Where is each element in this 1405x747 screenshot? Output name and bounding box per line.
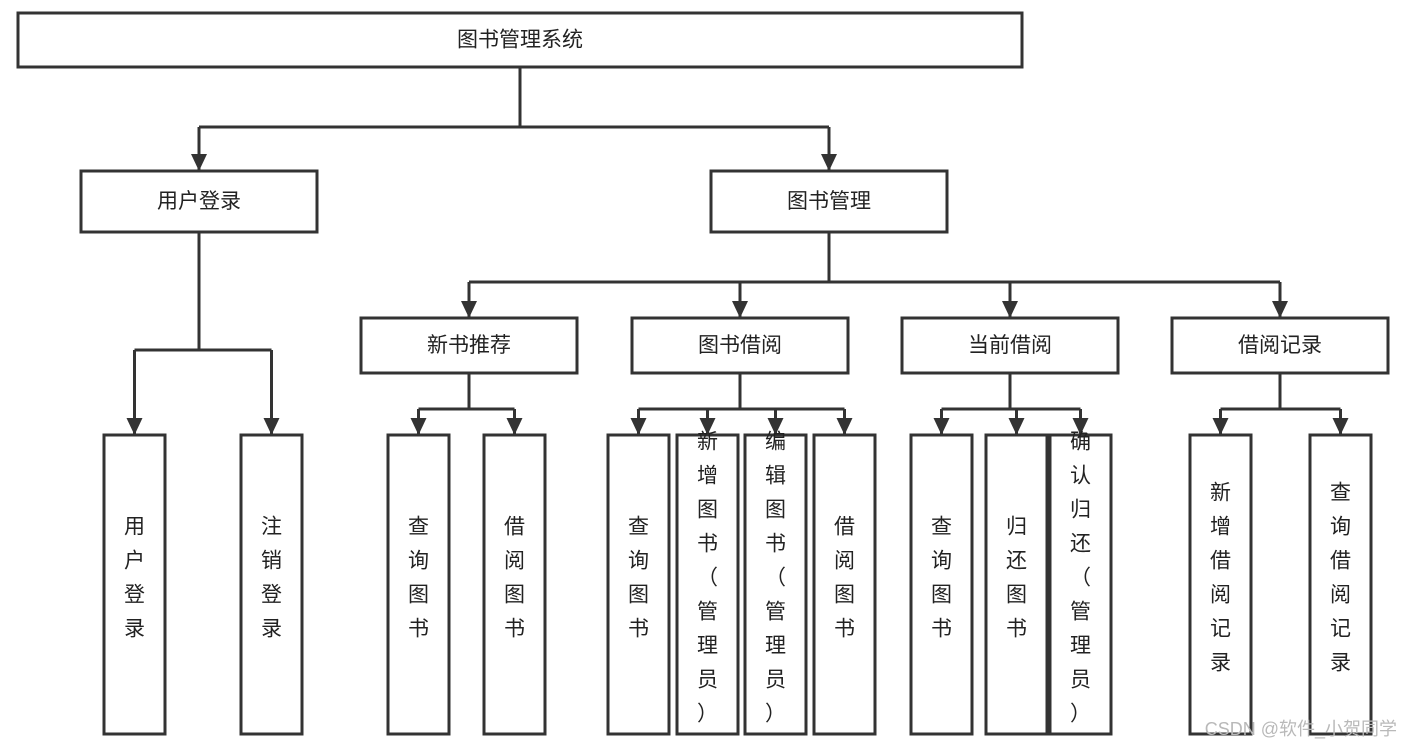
node-leaf-borrow-book-1[interactable]: 借阅图书: [482, 433, 547, 736]
node-label-leaf-borrow-book-1: 借阅图书: [504, 516, 525, 641]
node-box-leaf-user-logout: [239, 433, 304, 736]
node-root[interactable]: 图书管理系统: [16, 11, 1024, 69]
node-leaf-query-record[interactable]: 查询借阅记录: [1308, 433, 1373, 736]
arrow-head-book-manage: [821, 154, 837, 171]
arrow-head-leaf-query-book-3: [933, 418, 950, 435]
arrow-head-leaf-query-record: [1332, 418, 1349, 435]
arrow-head-user-login: [191, 154, 207, 171]
arrow-head-leaf-add-record: [1212, 418, 1229, 435]
arrow-head-borrow-record: [1272, 301, 1288, 318]
node-label-leaf-add-book: 新增图书（管理员）: [697, 431, 718, 726]
node-box-book-borrow: [630, 316, 850, 375]
node-label-leaf-edit-book: 编辑图书（管理员）: [765, 431, 786, 726]
node-box-new-book-recommend: [359, 316, 579, 375]
arrow-head-leaf-user-login: [126, 418, 143, 435]
arrow-head-leaf-borrow-book-2: [836, 418, 853, 435]
node-label-current-borrow: 当前借阅: [968, 334, 1052, 357]
node-label-leaf-user-login: 用户登录: [124, 516, 145, 641]
arrow-head-leaf-borrow-book-1: [506, 418, 523, 435]
node-label-leaf-query-book-2: 查询图书: [628, 516, 649, 641]
arrow-head-leaf-query-book-1: [410, 418, 427, 435]
node-leaf-query-book-2[interactable]: 查询图书: [606, 433, 671, 736]
node-box-user-login: [79, 169, 319, 234]
node-label-leaf-query-book-1: 查询图书: [408, 516, 429, 641]
node-leaf-confirm-return[interactable]: 确认归还（管理员）: [1048, 431, 1113, 736]
node-label-leaf-query-book-3: 查询图书: [931, 516, 952, 641]
node-label-leaf-query-record: 查询借阅记录: [1330, 482, 1351, 675]
node-label-new-book-recommend: 新书推荐: [427, 334, 511, 357]
node-box-leaf-query-book-2: [606, 433, 671, 736]
node-box-leaf-borrow-book-1: [482, 433, 547, 736]
node-label-leaf-user-logout: 注销登录: [261, 516, 282, 641]
node-leaf-add-book[interactable]: 新增图书（管理员）: [675, 431, 740, 736]
node-leaf-add-record[interactable]: 新增借阅记录: [1188, 433, 1253, 736]
node-leaf-query-book-3[interactable]: 查询图书: [909, 433, 974, 736]
node-leaf-edit-book[interactable]: 编辑图书（管理员）: [743, 431, 808, 736]
node-label-book-manage: 图书管理: [787, 190, 871, 213]
node-box-root: [16, 11, 1024, 69]
node-new-book-recommend[interactable]: 新书推荐: [359, 316, 579, 375]
nodes-layer: 图书管理系统用户登录图书管理新书推荐图书借阅当前借阅借阅记录用户登录注销登录查询…: [16, 11, 1390, 736]
csdn-watermark: CSDN @软件_小贺同学: [1204, 719, 1397, 739]
arrow-head-leaf-edit-book: [767, 418, 784, 435]
node-label-user-login: 用户登录: [157, 190, 241, 213]
node-box-leaf-borrow-book-2: [812, 433, 877, 736]
arrow-head-leaf-query-book-2: [630, 418, 647, 435]
arrow-head-leaf-return-book: [1008, 418, 1025, 435]
node-leaf-return-book[interactable]: 归还图书: [984, 433, 1049, 736]
node-box-current-borrow: [900, 316, 1120, 375]
node-box-leaf-confirm-return: [1048, 433, 1113, 736]
node-leaf-user-login[interactable]: 用户登录: [102, 433, 167, 736]
node-label-root: 图书管理系统: [457, 29, 583, 52]
node-leaf-query-book-1[interactable]: 查询图书: [386, 433, 451, 736]
node-book-manage[interactable]: 图书管理: [709, 169, 949, 234]
node-box-leaf-add-record: [1188, 433, 1253, 736]
node-box-leaf-return-book: [984, 433, 1049, 736]
node-box-leaf-query-record: [1308, 433, 1373, 736]
connectors-layer: [126, 67, 1349, 435]
node-label-book-borrow: 图书借阅: [698, 334, 782, 357]
node-box-leaf-edit-book: [743, 433, 808, 736]
node-box-borrow-record: [1170, 316, 1390, 375]
node-box-book-manage: [709, 169, 949, 234]
node-box-leaf-query-book-1: [386, 433, 451, 736]
node-box-leaf-user-login: [102, 433, 167, 736]
node-book-borrow[interactable]: 图书借阅: [630, 316, 850, 375]
node-leaf-user-logout[interactable]: 注销登录: [239, 433, 304, 736]
arrow-head-book-borrow: [732, 301, 748, 318]
node-label-leaf-confirm-return: 确认归还（管理员）: [1070, 431, 1091, 726]
arrow-head-leaf-confirm-return: [1072, 418, 1089, 435]
node-borrow-record[interactable]: 借阅记录: [1170, 316, 1390, 375]
node-leaf-borrow-book-2[interactable]: 借阅图书: [812, 433, 877, 736]
node-label-leaf-return-book: 归还图书: [1006, 516, 1027, 641]
node-label-leaf-borrow-book-2: 借阅图书: [834, 516, 855, 641]
arrow-head-current-borrow: [1002, 301, 1018, 318]
arrow-head-leaf-user-logout: [263, 418, 280, 435]
node-current-borrow[interactable]: 当前借阅: [900, 316, 1120, 375]
node-user-login[interactable]: 用户登录: [79, 169, 319, 234]
arrow-head-new-book-recommend: [461, 301, 477, 318]
node-box-leaf-add-book: [675, 433, 740, 736]
node-label-leaf-add-record: 新增借阅记录: [1210, 482, 1231, 675]
node-box-leaf-query-book-3: [909, 433, 974, 736]
arrow-head-leaf-add-book: [699, 418, 716, 435]
node-label-borrow-record: 借阅记录: [1238, 334, 1322, 357]
